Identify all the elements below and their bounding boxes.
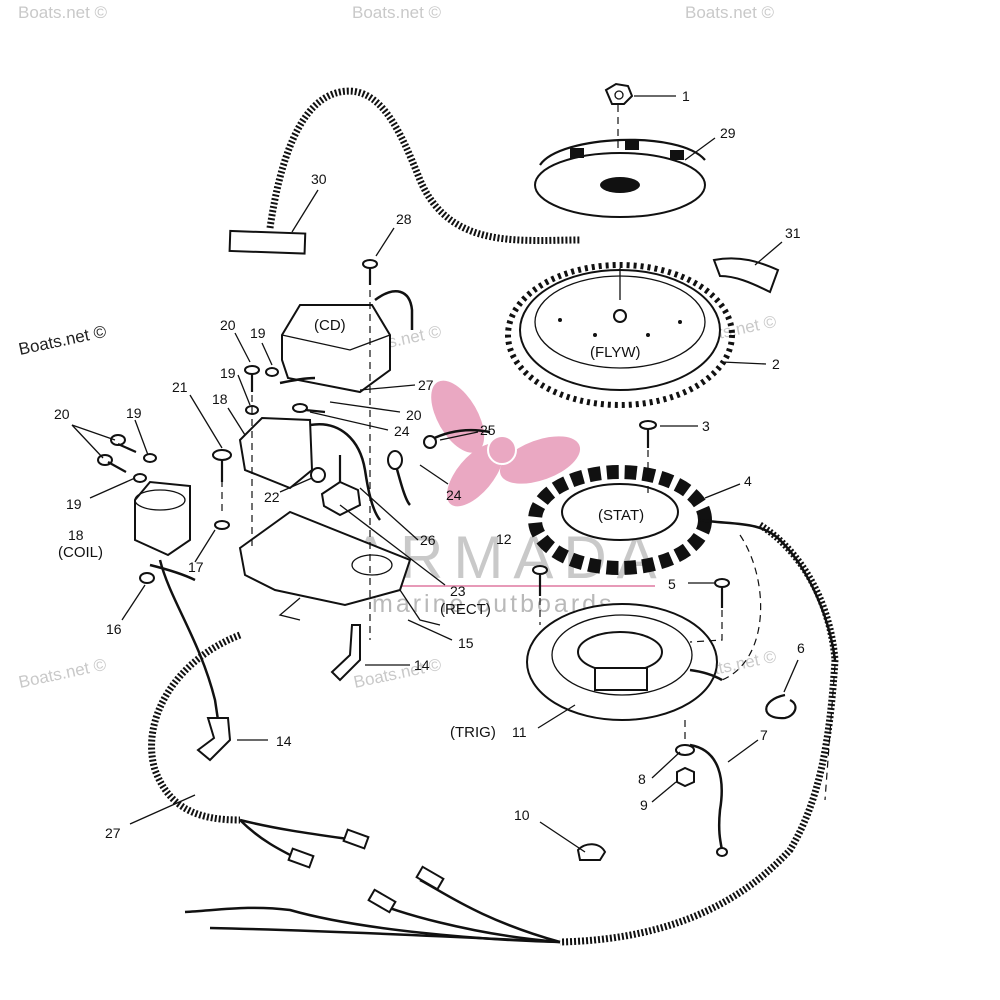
callout-20: 20: [54, 406, 70, 422]
part-31-key: [712, 257, 780, 294]
part-20-bolt: [292, 403, 326, 414]
watermark-site: Boats.net ©: [352, 3, 442, 22]
watermark-site: Boats.net ©: [685, 3, 775, 22]
part-19-washer: [133, 453, 157, 483]
callout-28: 28: [396, 211, 412, 227]
callout-20: 20: [220, 317, 236, 333]
callout-14: 14: [276, 733, 292, 749]
part-14-boot: [330, 624, 361, 682]
tag-cd: (CD): [314, 317, 346, 334]
callout-27: 27: [418, 377, 434, 393]
assembly-dashed-lines: [221, 105, 836, 801]
part-26-terminal: [320, 455, 362, 517]
tag-trig: (TRIG): [450, 724, 496, 741]
callout-12: 12: [496, 531, 512, 547]
part-24-lead: [387, 450, 411, 506]
tag-coil: (COIL): [58, 544, 103, 561]
part-21-bolt: [212, 449, 232, 482]
callout-31: 31: [785, 225, 801, 241]
part-25-lead: [423, 428, 491, 449]
callout-25: 25: [480, 422, 496, 438]
watermark-site: Boats.net ©: [17, 655, 109, 692]
part-6-clip: [765, 693, 797, 720]
callout-18: 18: [68, 527, 84, 543]
part-23-plate: [238, 510, 412, 621]
part-18-coil: [134, 480, 191, 557]
propeller-logo-icon: [431, 380, 581, 507]
part-3-screw: [639, 420, 657, 448]
watermark-site: Boats.net ©: [18, 3, 108, 22]
callout-19: 19: [66, 496, 82, 512]
callout-20: 20: [406, 407, 422, 423]
part-10-clamp: [576, 843, 607, 861]
callout-5: 5: [668, 576, 676, 592]
callout-19: 19: [126, 405, 142, 421]
part-12-screw: [532, 565, 548, 596]
callout-29: 29: [720, 125, 736, 141]
callout-19: 19: [220, 365, 236, 381]
part-1-nut: [604, 82, 634, 105]
part-15-bracket: [399, 589, 441, 626]
callout-23: 23: [450, 583, 466, 599]
callout-24: 24: [394, 423, 410, 439]
callout-17: 17: [188, 559, 204, 575]
part-4-stator: [528, 465, 839, 661]
callout-10: 10: [514, 807, 530, 823]
leader-lines: [71, 95, 799, 853]
watermark-site: Boats.net ©: [17, 322, 109, 359]
part-5-screw: [714, 578, 730, 608]
tag-stat: (STAT): [598, 507, 644, 524]
callout-14: 14: [414, 657, 430, 673]
part-11-trigger: [526, 603, 723, 721]
callout-30: 30: [311, 171, 327, 187]
part-20-bolt: [244, 365, 316, 392]
tag-flyw: (FLYW): [590, 344, 641, 361]
callout-7: 7: [760, 727, 768, 743]
part-22-nut: [310, 467, 326, 483]
part-tags: (CD) (FLYW) (STAT) (RECT) (COIL) (TRIG): [58, 317, 644, 741]
part-28-screw: [362, 259, 378, 285]
part-20-bolt: [97, 434, 137, 473]
callout-26: 26: [420, 532, 436, 548]
callout-1: 1: [682, 88, 690, 104]
part-16-nut: [139, 563, 196, 584]
part-14-boot: [158, 559, 232, 762]
callout-27: 27: [105, 825, 121, 841]
callout-4: 4: [744, 473, 752, 489]
part-27-harness: [148, 631, 839, 946]
callout-22: 22: [264, 489, 280, 505]
callout-3: 3: [702, 418, 710, 434]
callout-11: 11: [512, 724, 527, 740]
callout-19: 19: [250, 325, 266, 341]
callout-18: 18: [212, 391, 228, 407]
part-29-cup: [534, 138, 706, 218]
callout-16: 16: [106, 621, 122, 637]
tag-rect: (RECT): [440, 601, 491, 618]
part-30-lanyard: [228, 87, 581, 255]
part-9-nut: [676, 766, 695, 788]
callout-2: 2: [772, 356, 780, 372]
part-2-flywheel: [505, 262, 735, 408]
callout-21: 21: [172, 379, 188, 395]
part-cd-unit: [281, 290, 414, 394]
callout-9: 9: [640, 797, 648, 813]
callout-6: 6: [797, 640, 805, 656]
watermark-site: Boats.net ©: [352, 655, 444, 692]
callout-8: 8: [638, 771, 646, 787]
part-17-washer: [214, 520, 230, 530]
part-7-lead: [689, 743, 728, 857]
callout-numbers: 1 29 31 2 3 4 12 5 6 11 7 8 9 10 14 14 1…: [54, 88, 805, 841]
callout-15: 15: [458, 635, 474, 651]
callout-24: 24: [446, 487, 462, 503]
